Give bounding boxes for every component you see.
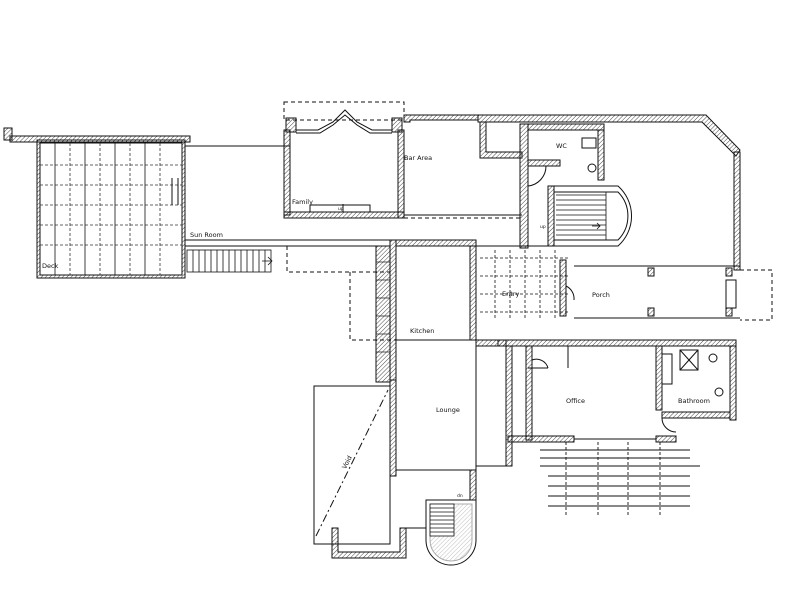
void <box>313 385 426 559</box>
porch <box>574 265 773 321</box>
label-deck: Deck <box>42 262 59 270</box>
label-wc: WC <box>556 142 567 150</box>
bar-area <box>403 114 741 271</box>
deck-area <box>3 127 191 279</box>
label-stair-up-family: up <box>338 207 344 212</box>
label-entry: Entry <box>502 290 519 298</box>
label-lounge: Lounge <box>436 406 460 414</box>
room-labels: WC Bar Area Family Sun Room Deck Entry P… <box>42 142 710 499</box>
lower-stair <box>425 469 477 566</box>
family-room <box>283 101 405 219</box>
office <box>497 339 737 443</box>
label-bathroom: Bathroom <box>678 397 710 405</box>
label-family: Family <box>292 198 313 206</box>
kitchen <box>349 239 477 383</box>
entry <box>476 245 575 318</box>
label-bar-area: Bar Area <box>404 154 432 162</box>
bathroom <box>655 345 737 433</box>
sun-room-area <box>171 145 390 278</box>
label-office: Office <box>566 397 585 405</box>
label-sun-room: Sun Room <box>190 231 223 239</box>
label-stair-dn: dn <box>457 493 463 499</box>
outside-steps <box>540 442 700 516</box>
label-stair-up-wc: up <box>540 225 546 230</box>
label-kitchen: Kitchen <box>410 327 434 335</box>
label-porch: Porch <box>592 291 610 299</box>
